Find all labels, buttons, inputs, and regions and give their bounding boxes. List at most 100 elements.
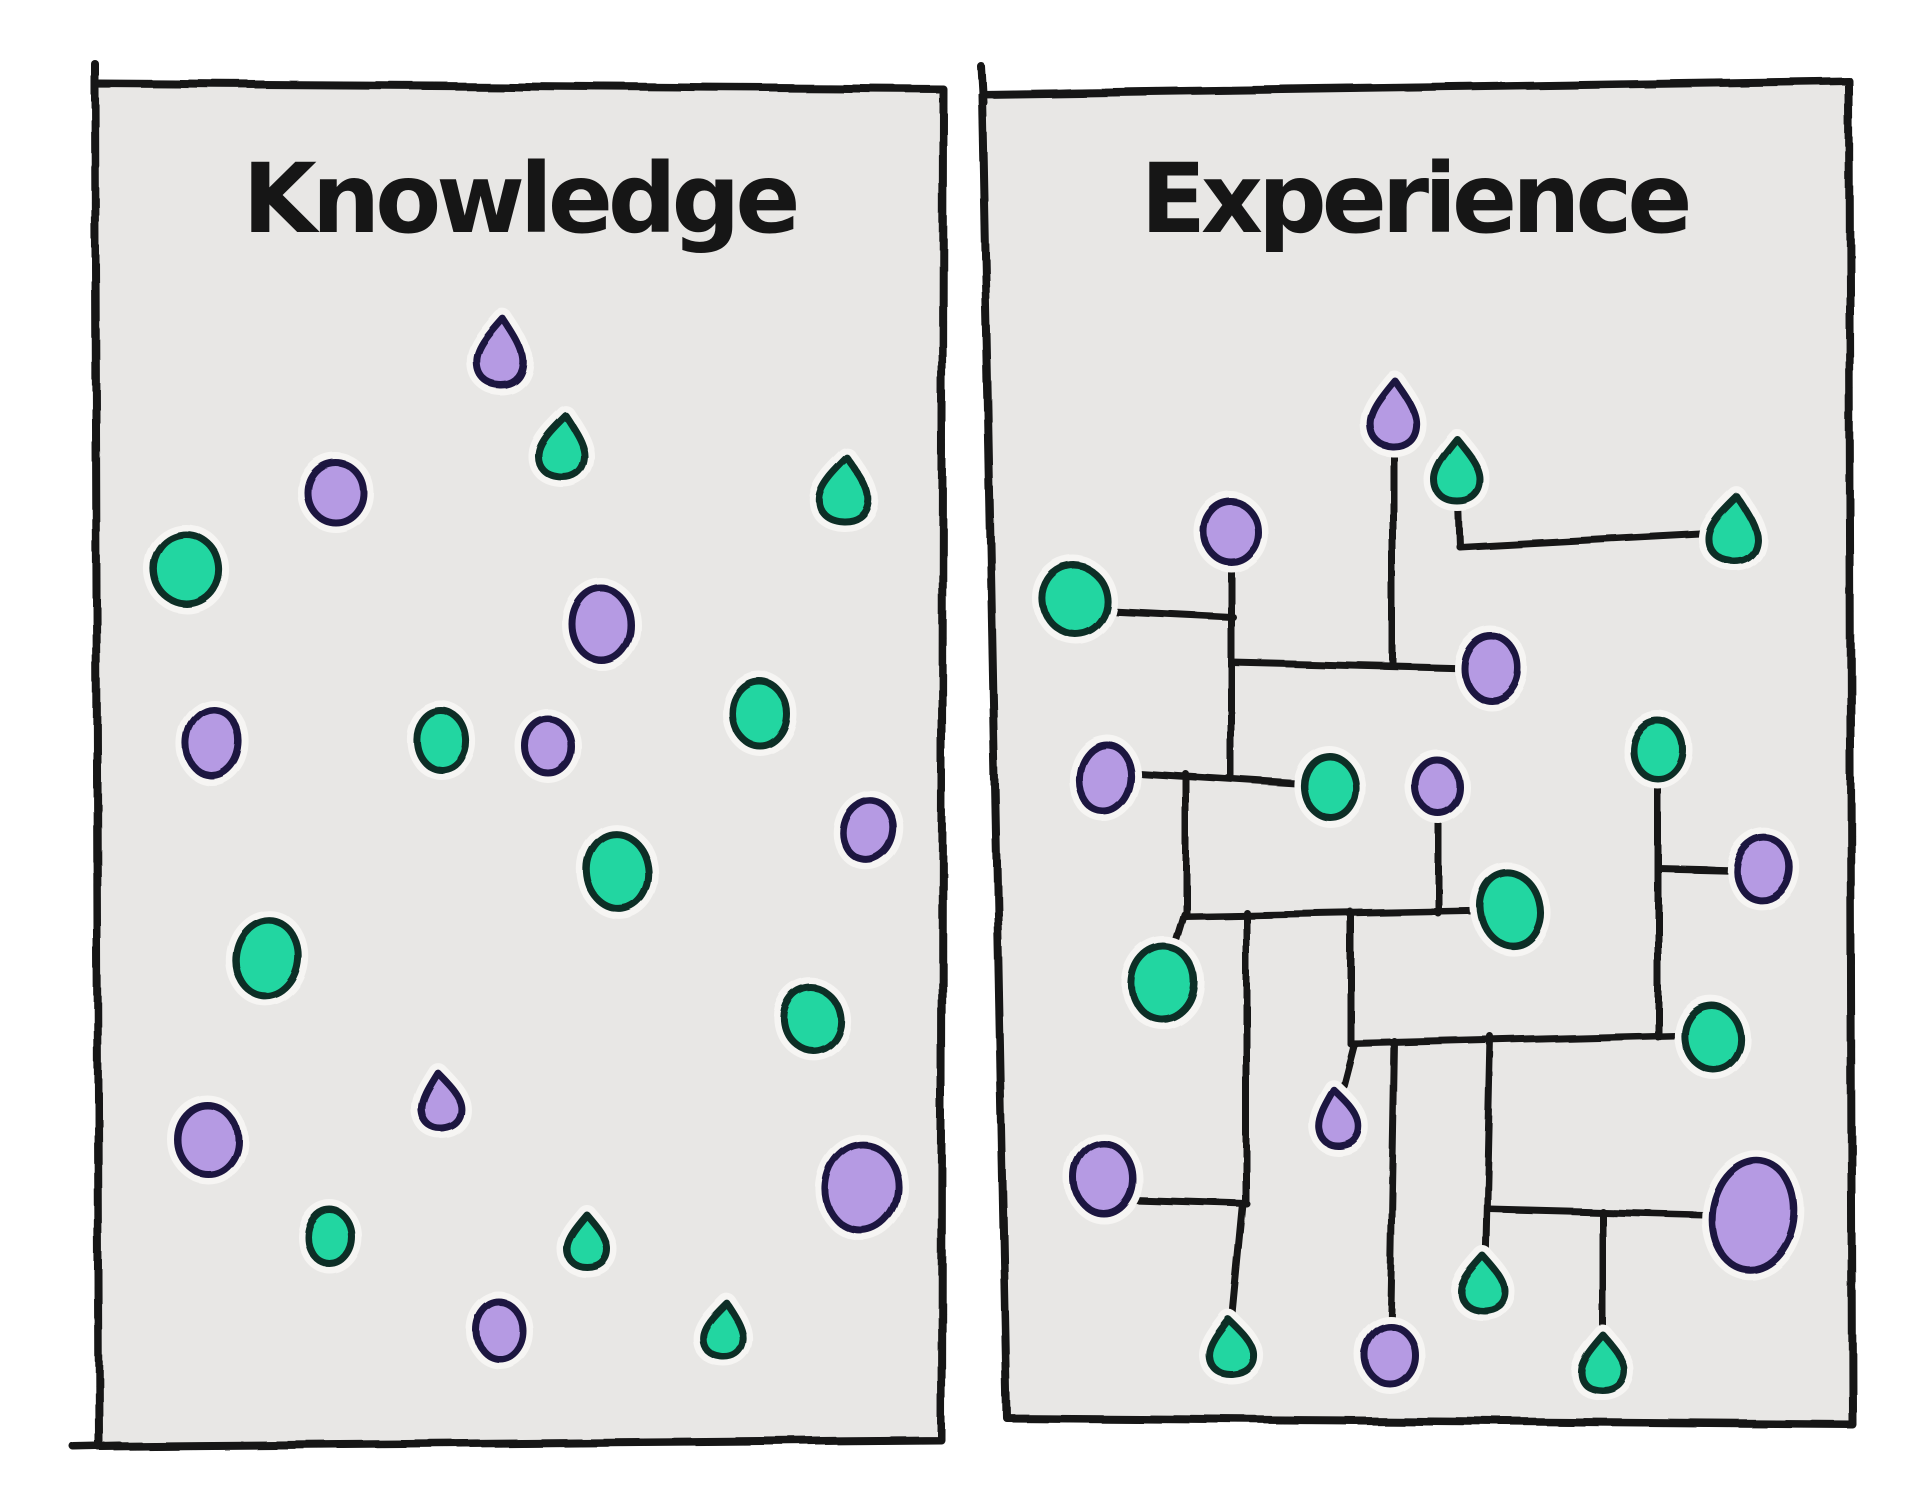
purple-dot xyxy=(1359,370,1426,456)
right-panel-frame xyxy=(978,77,1856,1428)
purple-dot xyxy=(1406,751,1470,823)
dot-shape xyxy=(1704,492,1760,564)
dot-shape xyxy=(304,1206,356,1268)
teal-dot xyxy=(142,524,230,614)
dot-shape xyxy=(304,459,368,527)
teal-dot xyxy=(1198,1309,1263,1383)
dot-shape xyxy=(780,984,844,1054)
connector-line xyxy=(1114,1196,1251,1208)
dot-shape xyxy=(1205,1315,1257,1377)
purple-dot xyxy=(1308,1079,1369,1155)
dot-shape xyxy=(473,315,527,389)
teal-dot xyxy=(1293,746,1367,828)
dot-shape xyxy=(822,1141,902,1235)
left-frame-stroke-overshoot xyxy=(70,1442,124,1451)
dot-shape xyxy=(521,715,575,777)
purple-dot xyxy=(176,700,250,786)
dot-shape xyxy=(1314,1085,1362,1149)
connector-line xyxy=(1347,1031,1698,1048)
teal-dot xyxy=(1451,1246,1515,1320)
dot-shape xyxy=(174,1102,242,1178)
dot-shape xyxy=(1300,752,1360,822)
teal-dot xyxy=(1424,429,1490,511)
connector-line xyxy=(1455,528,1722,550)
connector-line xyxy=(1386,1038,1399,1342)
dot-shape xyxy=(1476,868,1544,950)
teal-dot xyxy=(692,1292,753,1366)
right-panel xyxy=(977,62,1856,1428)
right-panel-title: Experience xyxy=(1140,143,1688,255)
teal-dot xyxy=(576,824,660,920)
teal-dot xyxy=(773,978,851,1060)
purple-dot xyxy=(168,1096,248,1184)
dot-shape xyxy=(473,1299,527,1363)
purple-dot xyxy=(1068,734,1142,822)
teal-dot xyxy=(1673,995,1751,1079)
teal-dot xyxy=(1570,1324,1634,1400)
dot-shape xyxy=(1430,435,1484,505)
dot-shape xyxy=(729,678,791,750)
dot-shape xyxy=(1412,757,1464,817)
purple-dot xyxy=(1354,1315,1424,1393)
purple-dot xyxy=(515,709,581,783)
teal-dot xyxy=(809,448,880,532)
dot-shape xyxy=(418,1069,466,1133)
dot-shape xyxy=(1071,1140,1137,1218)
dot-shape xyxy=(412,706,470,774)
teal-dot xyxy=(557,1205,617,1277)
purple-dot xyxy=(1065,1134,1143,1224)
dot-shape xyxy=(1733,834,1793,904)
teal-dot xyxy=(1121,937,1205,1029)
purple-dot xyxy=(833,791,905,871)
dot-shape xyxy=(698,1298,746,1360)
dot-shape xyxy=(232,916,302,1000)
purple-dot xyxy=(411,1063,472,1139)
connector-line xyxy=(1180,906,1499,920)
dot-shape xyxy=(1629,717,1687,783)
dot-shape xyxy=(183,706,243,780)
teal-dot xyxy=(528,405,594,487)
dot-shape xyxy=(1576,1330,1628,1394)
dot-shape xyxy=(149,530,223,608)
dot-shape xyxy=(1366,376,1420,450)
left-panel-frame xyxy=(91,80,947,1451)
teal-dot xyxy=(225,910,309,1006)
purple-dot xyxy=(298,453,374,533)
dot-shape xyxy=(815,454,873,526)
left-panel-title: Knowledge xyxy=(243,143,797,255)
dot-shape xyxy=(569,585,635,665)
purple-dot xyxy=(1726,828,1800,910)
diagram-artwork xyxy=(70,60,1856,1451)
connector-line xyxy=(1227,658,1474,672)
dot-shape xyxy=(1360,1321,1418,1387)
dot-shape xyxy=(1460,632,1522,704)
purple-dot xyxy=(1701,1150,1805,1280)
dot-shape xyxy=(1680,1001,1744,1073)
dot-shape xyxy=(1128,943,1198,1023)
teal-dot xyxy=(1469,862,1551,956)
dot-shape xyxy=(1457,1252,1509,1314)
teal-dot xyxy=(723,672,797,756)
teal-dot xyxy=(1032,556,1118,644)
teal-dot xyxy=(1698,486,1766,570)
dot-shape xyxy=(840,797,898,865)
dot-shape xyxy=(534,411,588,481)
dot-shape xyxy=(563,1211,611,1271)
purple-dot xyxy=(1454,626,1528,710)
dot-shape xyxy=(1039,562,1111,638)
purple-dot xyxy=(467,309,534,395)
purple-dot xyxy=(815,1135,909,1241)
purple-dot xyxy=(563,579,641,671)
dot-shape xyxy=(583,830,653,914)
teal-dot xyxy=(405,700,477,780)
connector-line xyxy=(1227,1200,1247,1334)
right-frame-stroke-overshoot xyxy=(977,62,987,106)
dot-shape xyxy=(1200,498,1262,566)
purple-dot xyxy=(467,1293,533,1369)
teal-dot xyxy=(298,1200,362,1274)
dot-shape xyxy=(1075,740,1135,816)
left-panel xyxy=(70,60,947,1451)
connector-line xyxy=(1482,1033,1495,1272)
